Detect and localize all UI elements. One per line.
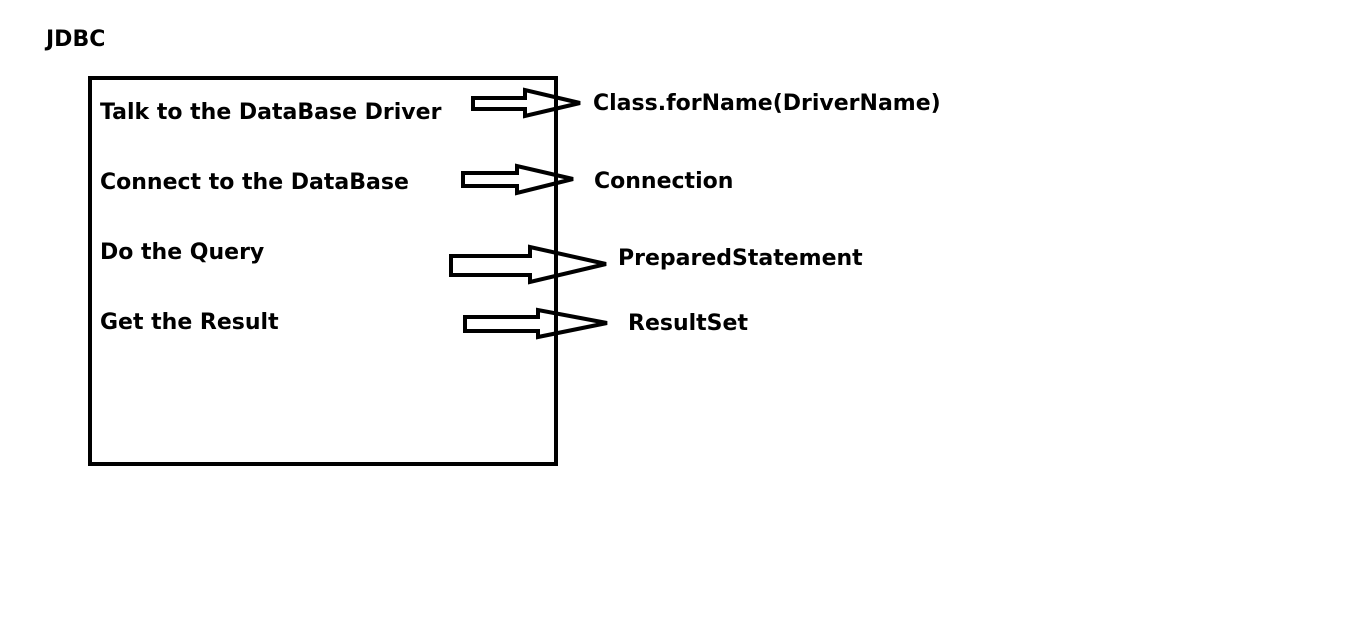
step-label: Get the Result <box>100 310 279 335</box>
steps-box <box>88 76 558 466</box>
step-result: Connection <box>594 169 734 194</box>
step-result: PreparedStatement <box>618 246 863 271</box>
step-label: Connect to the DataBase <box>100 170 409 195</box>
step-label: Talk to the DataBase Driver <box>100 100 442 125</box>
arrow-step-1 <box>461 163 574 196</box>
arrow-step-0 <box>471 87 581 119</box>
arrow-step-3 <box>463 307 608 340</box>
step-result: ResultSet <box>628 311 748 336</box>
step-result: Class.forName(DriverName) <box>593 91 941 116</box>
step-label: Do the Query <box>100 240 265 265</box>
arrow-step-2 <box>449 244 607 285</box>
diagram-title: JDBC <box>46 27 106 52</box>
